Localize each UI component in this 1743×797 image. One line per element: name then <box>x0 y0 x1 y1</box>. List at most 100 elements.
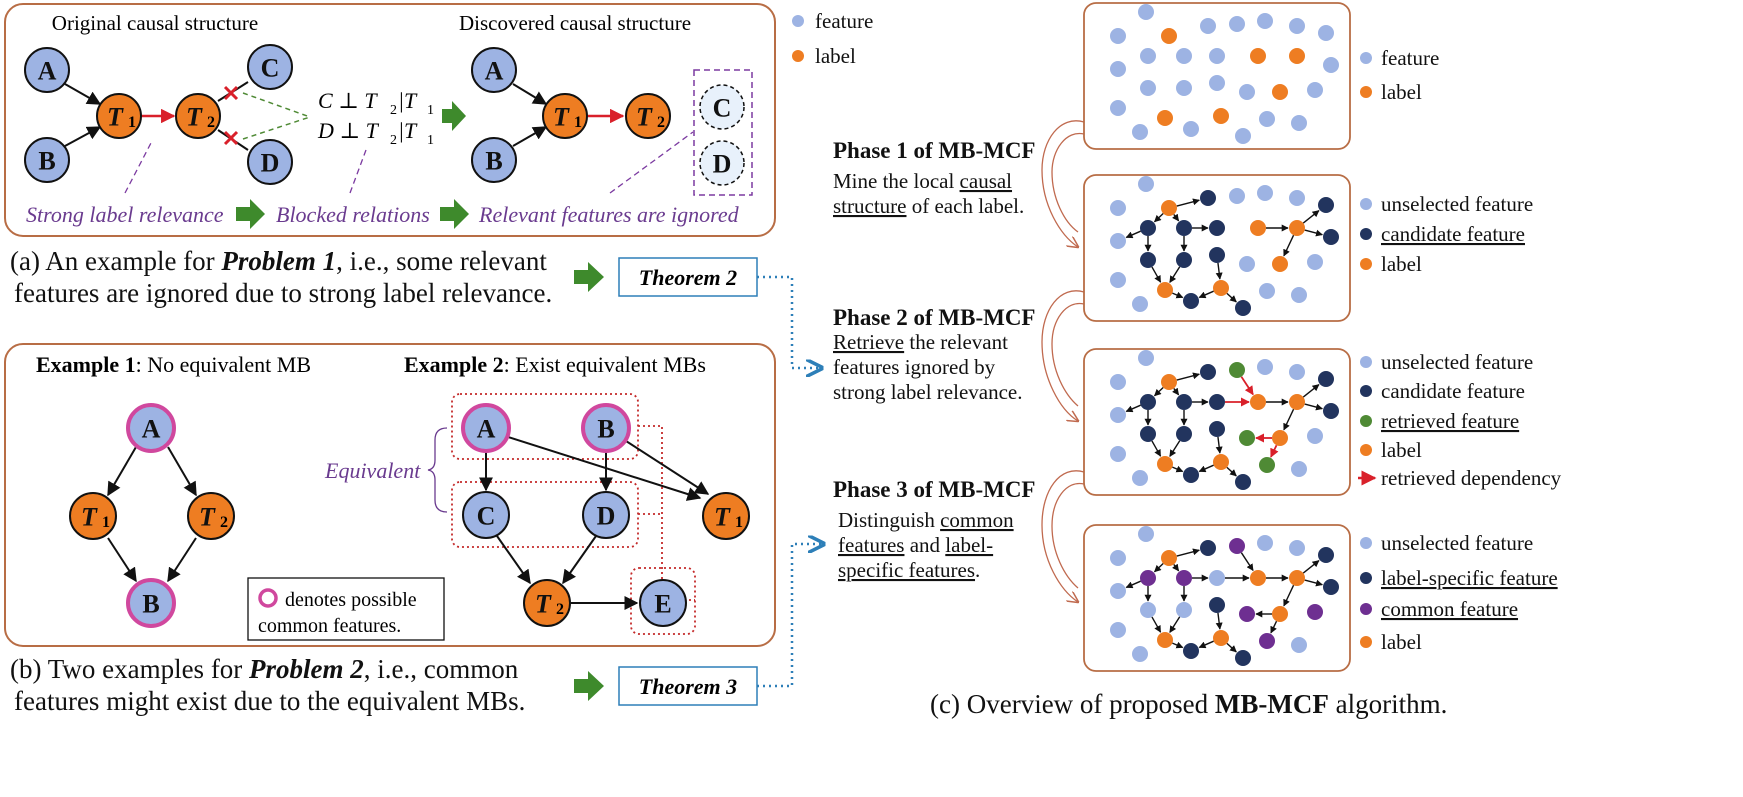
dependency-edge <box>1172 465 1184 473</box>
caption-a: (a) An example for Problem 1, i.e., some… <box>10 246 552 308</box>
feature-dot <box>1140 80 1156 96</box>
magenta-ring-icon <box>258 588 278 608</box>
common-feature-dot <box>1239 606 1255 622</box>
feature-dot <box>1132 296 1148 312</box>
example-1-title: Example 1: No equivalent MB <box>36 352 311 377</box>
svg-text:1: 1 <box>427 133 434 148</box>
feature-dot <box>1289 364 1305 380</box>
svg-text:C: C <box>261 54 280 83</box>
svg-text:strong label relevance.: strong label relevance. <box>833 380 1023 404</box>
svg-text:B: B <box>38 147 55 176</box>
svg-text:|T: |T <box>398 88 418 113</box>
candidate-feature-dot <box>1176 220 1192 236</box>
dependency-edge <box>1151 616 1162 633</box>
feature-dot <box>1200 18 1216 34</box>
green-arrow-icon <box>440 199 469 229</box>
svg-text:feature: feature <box>815 9 873 33</box>
dependency-edge <box>1198 290 1214 299</box>
candidate-feature-dot <box>1176 252 1192 268</box>
feature-dot <box>1110 446 1126 462</box>
candidate-feature-dot <box>1209 394 1225 410</box>
candidate-feature-dot <box>1209 220 1225 236</box>
dependency-edge <box>1169 440 1181 457</box>
label-dot <box>1289 48 1305 64</box>
phase-1-title: Phase 1 of MB-MCF <box>833 138 1036 163</box>
dependency-edge <box>1154 387 1164 397</box>
svg-text:2: 2 <box>390 103 397 118</box>
feature-dot <box>1229 16 1245 32</box>
dependency-edge <box>1125 230 1141 239</box>
dependency-edge <box>1215 262 1223 280</box>
label-dot <box>1157 110 1173 126</box>
panel-c: Phase 1 of MB-MCF Mine the local causal … <box>833 2 1562 719</box>
label-dot <box>1250 394 1266 410</box>
svg-text:E: E <box>654 590 671 619</box>
label-dot <box>1289 394 1305 410</box>
label-dot <box>1161 374 1177 390</box>
dependency-edge <box>1151 440 1162 457</box>
candidate-feature-dot <box>1200 364 1216 380</box>
svg-text:A: A <box>142 415 161 444</box>
label-dot <box>1161 200 1177 216</box>
dependency-edge <box>1283 234 1295 257</box>
dependency-edge <box>1304 579 1323 587</box>
feature-dot <box>1176 80 1192 96</box>
svg-text:candidate feature: candidate feature <box>1381 379 1525 403</box>
candidate-feature-dot <box>1318 197 1334 213</box>
theorem-2: Theorem 2 <box>639 265 737 290</box>
svg-text:structure of each label.: structure of each label. <box>833 194 1024 218</box>
svg-text:(b) Two examples for Problem 2: (b) Two examples for Problem 2, i.e., co… <box>10 654 519 684</box>
dependency-edge <box>1226 642 1237 653</box>
svg-text:A: A <box>485 57 504 86</box>
common-feature-dot <box>1307 604 1323 620</box>
svg-text:Mine the local causal: Mine the local causal <box>833 169 1012 193</box>
candidate-feature-dot <box>1323 229 1339 245</box>
feature-dot <box>1138 176 1154 192</box>
feature-dot <box>1209 570 1225 586</box>
green-arrow-icon <box>236 199 265 229</box>
feature-dot <box>1229 188 1245 204</box>
feature-dot <box>1257 13 1273 29</box>
dependency-edge <box>1302 384 1320 398</box>
svg-text:B: B <box>142 590 159 619</box>
feature-dot <box>1291 115 1307 131</box>
svg-text:A: A <box>38 57 57 86</box>
ex2-node-b: B <box>581 403 631 453</box>
svg-text:retrieved feature: retrieved feature <box>1381 409 1519 433</box>
legend-phase-0: feature label <box>1360 46 1439 104</box>
panel-b: Example 1: No equivalent MB Example 2: E… <box>4 343 776 647</box>
candidate-feature-dot <box>1183 467 1199 483</box>
phase-3-title: Phase 3 of MB-MCF <box>833 477 1036 502</box>
svg-text:common feature: common feature <box>1381 597 1518 621</box>
svg-text:T: T <box>535 590 552 619</box>
svg-text:1: 1 <box>427 103 434 118</box>
legend-phase-2: unselected feature candidate feature ret… <box>1358 350 1562 490</box>
ci-statement-c: C ⊥ T 2 |T 1 <box>318 88 434 118</box>
candidate-feature-dot <box>1140 220 1156 236</box>
feature-dot <box>1318 25 1334 41</box>
svg-text:T: T <box>199 503 216 532</box>
feature-dot <box>1110 61 1126 77</box>
feature-dot <box>1307 254 1323 270</box>
dependency-edge <box>1283 584 1295 607</box>
disc-node-d: D <box>699 140 745 186</box>
feature-dot <box>1132 646 1148 662</box>
retrieved-dependency-edge <box>1240 376 1254 396</box>
label-dot <box>1272 84 1288 100</box>
original-structure-title: Original causal structure <box>52 11 258 35</box>
feature-dot <box>1289 190 1305 206</box>
dependency-edge <box>1304 403 1323 411</box>
feature-dot <box>1307 82 1323 98</box>
ex2-node-e: E <box>639 579 687 627</box>
common-feature-dot <box>1176 570 1192 586</box>
theorem-2-box <box>618 257 758 297</box>
node-d: D <box>247 139 293 185</box>
retrieved-feature-dot <box>1259 457 1275 473</box>
candidate-feature-dot <box>1176 426 1192 442</box>
green-arrow-icon <box>574 262 604 292</box>
svg-text:T: T <box>714 503 731 532</box>
